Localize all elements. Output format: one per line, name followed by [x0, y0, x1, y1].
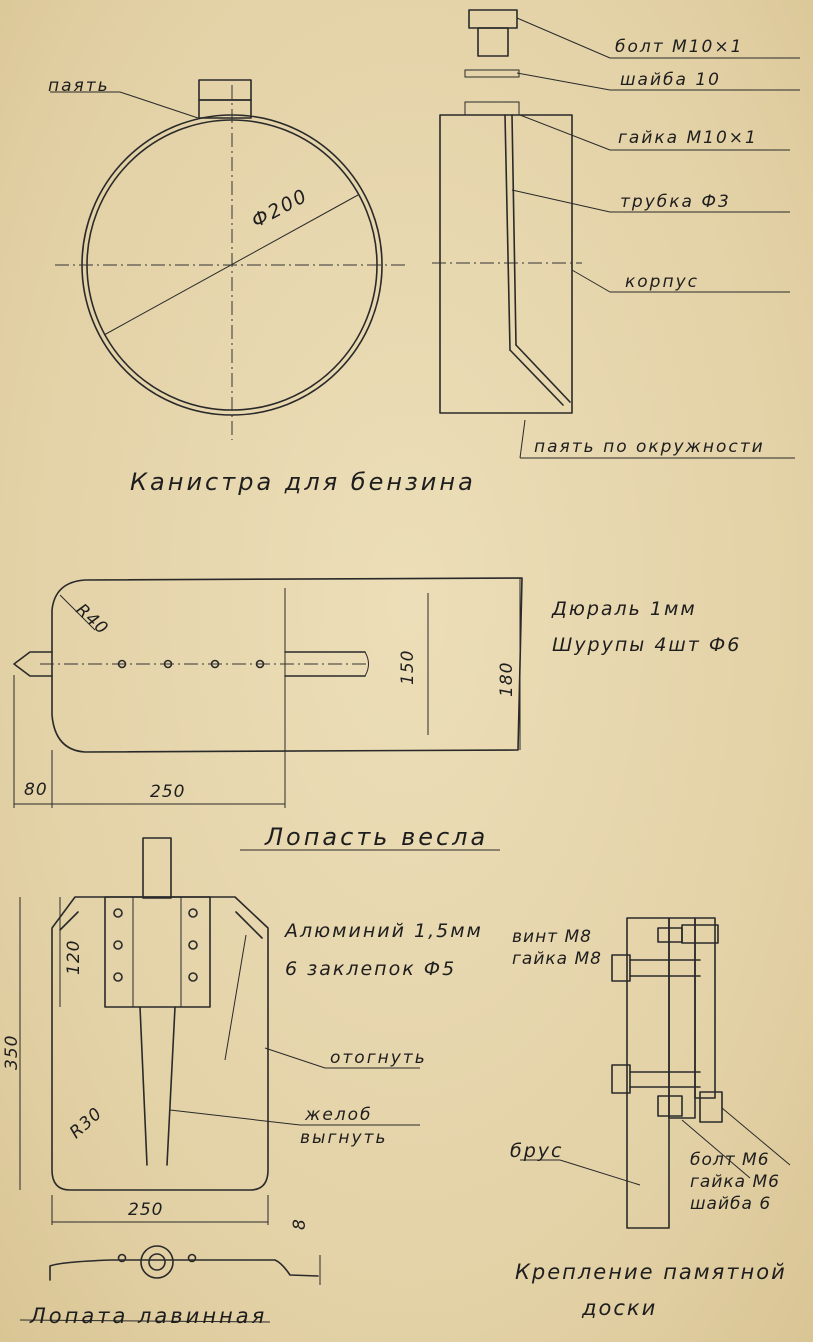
shovel-title: Лопата лавинная [30, 1304, 268, 1328]
oar-outer-height-dim: 180 [497, 661, 517, 697]
shovel-height-dim: 350 [2, 1034, 22, 1070]
oar-blade-drawing [13, 577, 523, 851]
canister-title: Канистра для бензина [130, 468, 476, 496]
mount-title-line1: Крепление памятной [515, 1260, 787, 1284]
oar-screws-note: Шурупы 4шт Ф6 [552, 634, 742, 656]
oar-shaft-dim: 80 [24, 780, 48, 800]
screw-m8-label: винт М8 [512, 927, 592, 947]
solder-circumference-label: паять по окружности [534, 437, 765, 457]
nut-m8-label: гайка М8 [512, 949, 602, 969]
shovel-rivets-note: 6 заклепок Ф5 [285, 958, 457, 980]
oar-material-note: Дюраль 1мм [552, 598, 697, 620]
bolt-label: болт М10×1 [615, 37, 744, 57]
memorial-board-mount-drawing [520, 917, 791, 1229]
oar-title: Лопасть весла [265, 823, 489, 851]
oar-inner-height-dim: 150 [398, 649, 418, 685]
beam-label: брус [510, 1140, 564, 1162]
tube-label: трубка Ф3 [620, 192, 731, 212]
shovel-bend-label: отогнуть [330, 1048, 427, 1068]
washer-6-label: шайба 6 [690, 1194, 772, 1214]
solder-top-label: паять [48, 76, 110, 96]
shovel-bulge-label: выгнуть [300, 1128, 388, 1148]
shovel-width-dim: 250 [128, 1200, 164, 1220]
shovel-depth-dim: 8 [290, 1218, 310, 1230]
mount-title-line2: доски [582, 1296, 658, 1320]
washer-label: шайба 10 [620, 70, 721, 90]
canister-side-view [432, 9, 800, 459]
shovel-material-note: Алюминий 1,5мм [285, 920, 483, 942]
nut-label: гайка М10×1 [618, 128, 758, 148]
shovel-groove-label: желоб [305, 1105, 373, 1125]
bolt-m6-label: болт М6 [690, 1150, 770, 1170]
shovel-plate-dim: 120 [64, 939, 84, 975]
oar-width-dim: 250 [150, 782, 186, 802]
avalanche-shovel-drawing [19, 837, 420, 1323]
nut-m6-label: гайка М6 [690, 1172, 780, 1192]
body-label: корпус [625, 272, 699, 292]
canister-front-view [50, 79, 405, 440]
